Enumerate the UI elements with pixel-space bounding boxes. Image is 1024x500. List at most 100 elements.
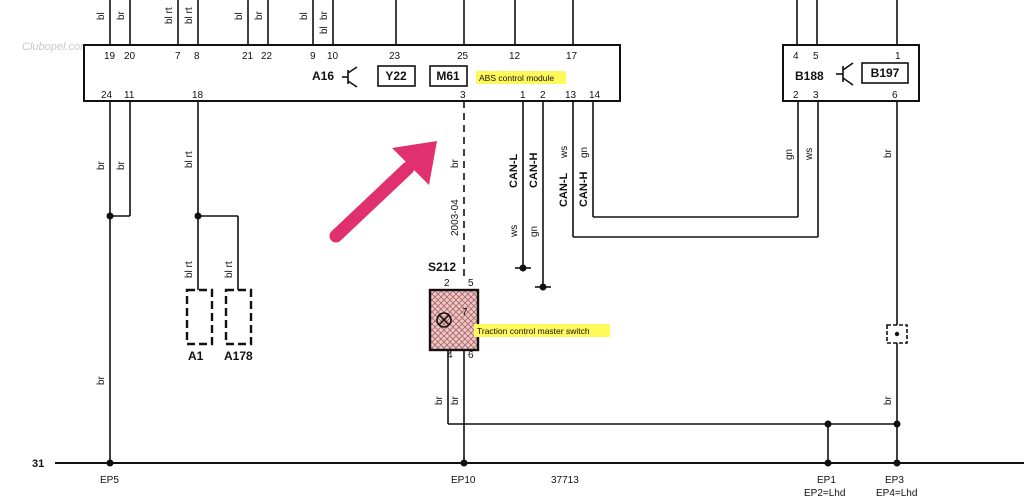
abs-bottom-pins: 24 11 18 3 1 2 13 14	[101, 90, 601, 101]
wire-color: br	[434, 395, 445, 405]
junction-dots	[106, 212, 901, 467]
wire-color: gn	[579, 147, 590, 158]
pin-label: 17	[566, 51, 578, 62]
lower-wires	[55, 101, 1024, 464]
can-label: CAN-L	[508, 154, 520, 188]
connector-label: A1	[188, 349, 204, 363]
pin-label: 13	[565, 90, 577, 101]
can-label: CAN-H	[578, 172, 590, 207]
pin-label: 18	[192, 90, 204, 101]
wire-color: ws	[509, 225, 520, 238]
traction-switch	[428, 288, 480, 352]
wire-color-top: br	[116, 10, 127, 20]
connector-a1	[185, 288, 214, 346]
part-id: M61	[436, 69, 460, 83]
pin-label: 21	[242, 51, 254, 62]
pin-label: 8	[194, 51, 200, 62]
abs-component-id: A16	[312, 69, 334, 83]
pin-label: 7	[462, 307, 468, 318]
wire-color: bl rt	[184, 261, 195, 278]
pin-label: 6	[468, 350, 474, 361]
pin-label: 25	[457, 51, 469, 62]
pin-label: 1	[520, 90, 526, 101]
pin-label: 4	[447, 350, 453, 361]
connector-a178	[224, 288, 253, 346]
ground-point: EP3	[885, 475, 904, 486]
wire-color-top: br	[319, 10, 330, 20]
wire-color-top: bl	[319, 26, 330, 34]
wire-color-top: br	[254, 10, 265, 20]
wire-color: bl rt	[184, 151, 195, 168]
can-label: CAN-L	[558, 173, 570, 207]
ground-point: 37713	[551, 475, 579, 486]
pin-label: 4	[793, 51, 799, 62]
wire-color-top: bl	[234, 12, 245, 20]
wire-color: br	[883, 395, 894, 405]
pin-label: 2	[444, 278, 450, 289]
ground-note: EP4=Lhd	[876, 488, 917, 499]
wire-color: br	[96, 160, 107, 170]
pin-label: 9	[310, 51, 316, 62]
abs-top-pins: 19 20 7 8 21 22 9 10 23 25 12 17	[104, 51, 578, 62]
abs-module-label: ABS control module	[479, 73, 554, 83]
part-box	[861, 62, 909, 84]
part-box	[429, 65, 468, 87]
wire-color: br	[883, 148, 894, 158]
pointer-arrow-icon	[329, 141, 437, 243]
wire-color-top: bl rt	[164, 7, 175, 24]
pin-label: 19	[104, 51, 116, 62]
top-wires	[109, 0, 898, 45]
switch-id: S212	[428, 260, 456, 274]
transistor-icon	[836, 62, 854, 86]
wire-color: br	[96, 375, 107, 385]
transistor-icon	[342, 66, 358, 88]
pin-label: 10	[327, 51, 339, 62]
wire-color: gn	[784, 149, 795, 160]
wire-color-top: bl rt	[184, 7, 195, 24]
pin-label: 14	[589, 90, 601, 101]
highlight	[474, 324, 610, 337]
wire-color: br	[450, 158, 461, 168]
pin-label: 7	[175, 51, 181, 62]
wire-color: ws	[559, 146, 570, 159]
wire-color: bl rt	[224, 261, 235, 278]
date-note: 2003-04	[450, 199, 461, 236]
wire-color: br	[116, 160, 127, 170]
can-label: CAN-H	[528, 153, 540, 188]
inline-connector-dot	[894, 331, 900, 337]
wire-color-top: bl	[96, 12, 107, 20]
wire-color: gn	[529, 226, 540, 237]
switch-label: Traction control master switch	[477, 326, 590, 336]
pin-label: 24	[101, 90, 113, 101]
pin-label: 3	[813, 90, 819, 101]
pin-label: 6	[892, 90, 898, 101]
highlight	[476, 71, 566, 84]
ground-note: EP2=Lhd	[804, 488, 845, 499]
part-id: Y22	[385, 69, 407, 83]
pin-label: 5	[813, 51, 819, 62]
ground-point: EP10	[451, 475, 476, 486]
watermark: Clubopel.com	[22, 41, 89, 53]
pin-label: 11	[124, 90, 135, 101]
pin-label: 5	[468, 278, 474, 289]
pin-label: 2	[540, 90, 546, 101]
ground-point: EP5	[100, 475, 119, 486]
pin-label: 20	[124, 51, 136, 62]
part-box	[377, 65, 416, 87]
pin-label: 23	[389, 51, 401, 62]
pin-label: 22	[261, 51, 273, 62]
pin-label: 2	[793, 90, 799, 101]
wire-color: ws	[804, 148, 815, 161]
pin-label: 1	[895, 51, 901, 62]
lamp-icon	[436, 312, 452, 328]
sensor-component-id: B188	[795, 69, 824, 83]
part-id: B197	[871, 66, 900, 80]
pin-label: 3	[460, 90, 466, 101]
wire-color: br	[450, 395, 461, 405]
wire-color-top: bl	[299, 12, 310, 20]
ground-line-label: 31	[32, 458, 44, 470]
ground-point: EP1	[817, 475, 836, 486]
pin-label: 12	[509, 51, 521, 62]
connector-label: A178	[224, 349, 253, 363]
